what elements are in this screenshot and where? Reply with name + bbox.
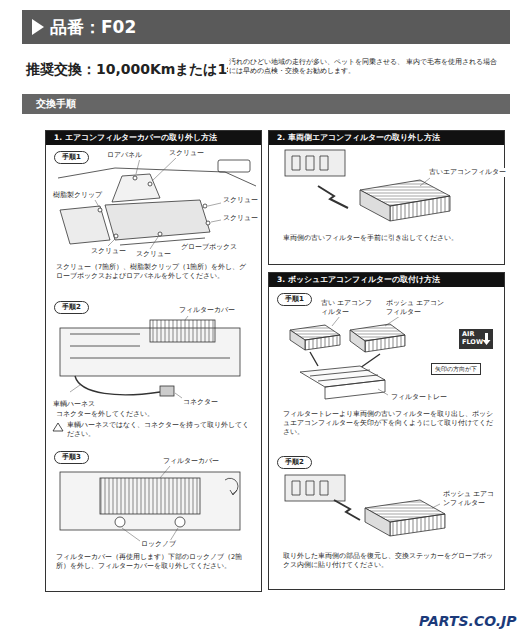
- step-badge: 手順1: [54, 151, 89, 164]
- filter-cover-drawing: [60, 466, 240, 541]
- node-text: 手順1: [62, 153, 81, 162]
- section-heading: 交換手順: [22, 94, 510, 114]
- instruction-text: スクリュー（7箇所）、樹脂製クリップ（1箇所）を外し、グローブボックスおよびロア…: [55, 263, 252, 281]
- part-label: スクリュー: [135, 250, 172, 259]
- part-label: 車輌ハーネス: [52, 400, 96, 409]
- step-badge: 手順2: [277, 456, 312, 469]
- part-label: フィルターカバー: [162, 457, 220, 466]
- part-label: スクリュー: [222, 214, 259, 223]
- new-filter-drawing: [285, 475, 445, 536]
- instruction-text: 車両側の古いフィルターを手前に引き出してください。: [282, 234, 459, 243]
- old-filter-drawing: [285, 150, 450, 221]
- airflow-arrow: [482, 332, 491, 346]
- node-text: AIR FLOW: [462, 331, 481, 347]
- instruction-text: 車輌ハーネスではなく、コネクターを持って取り外してください。: [66, 421, 253, 439]
- instruction-text: コネクターを外してください。: [55, 410, 252, 419]
- node-text: 矢印の方向が下: [435, 365, 477, 373]
- site-logo: PARTS.CO.JP: [418, 612, 518, 632]
- part-label: スクリュー: [90, 247, 127, 256]
- node-text: 手順2: [62, 303, 81, 312]
- instruction-text: 汚れのひどい地域の走行が多い、ペットを同乗させる、 車内で毛布を使用される場合に…: [228, 58, 500, 76]
- title-text: 品番：F02: [50, 15, 136, 39]
- part-label: ロアパネル: [106, 151, 143, 160]
- panel-heading: 3. ボッシュエアコンフィルターの取付け方法: [269, 273, 504, 287]
- part-label: スクリュー: [168, 149, 205, 158]
- panel-heading: 2. 車両側エアコンフィルターの取り外し方法: [269, 131, 504, 145]
- step-badge: 手順3: [54, 451, 89, 464]
- arrow-note-box: 矢印の方向が下: [431, 363, 481, 375]
- airflow-badge: AIR FLOW: [459, 329, 493, 349]
- filter-swap-drawing: [290, 316, 405, 399]
- instruction-text: フィルターカバー（再使用します）下部のロックノブ（2箇所）を外し、フィルターカバ…: [55, 553, 252, 571]
- title-marker: [32, 19, 44, 35]
- step-badge: 手順1: [277, 293, 312, 306]
- part-label: フィルタートレー: [390, 393, 448, 402]
- step-badge: 手順2: [54, 301, 89, 314]
- part-label: ボッシュ エアコンフィルター: [442, 490, 502, 508]
- recommendation: 推奨交換：10,000Kmまたは1年: [25, 60, 242, 80]
- part-label: 古いエアコンフィルター: [428, 168, 507, 177]
- title-bar: [22, 10, 510, 44]
- hvac-unit-drawing: [60, 316, 240, 398]
- section-bar: 交換手順: [22, 94, 510, 114]
- part-label: フィルターカバー: [178, 306, 236, 315]
- step-panel: 2. 車両側エアコンフィルターの取り外し方法: [268, 130, 505, 265]
- part-label: スクリュー: [222, 196, 259, 205]
- node-text: 手順1: [285, 295, 304, 304]
- part-label: ロックノブ: [140, 540, 177, 549]
- node-text: 手順3: [62, 453, 81, 462]
- node-text: 手順2: [285, 458, 304, 467]
- part-label: グローブボックス: [180, 243, 238, 252]
- part-label: 古い エアコンフィルター: [320, 299, 374, 317]
- part-label: コネクター: [182, 398, 219, 407]
- part-label: ボッシュ エアコンフィルター: [385, 299, 447, 317]
- panel-heading: 1. エアコンフィルターカバーの取り外し方法: [46, 131, 261, 145]
- part-label: 樹脂製クリップ: [52, 191, 103, 200]
- instruction-text: フィルタートレーより車両側の古いフィルターを取り出し、ボッシュエアコンフィルター…: [282, 410, 499, 437]
- instruction-text: 取り外した車両側の部品を復元し、交換ステッカーをグローブボックス内側に貼り付けて…: [282, 552, 499, 570]
- warning-symbol: [53, 423, 63, 431]
